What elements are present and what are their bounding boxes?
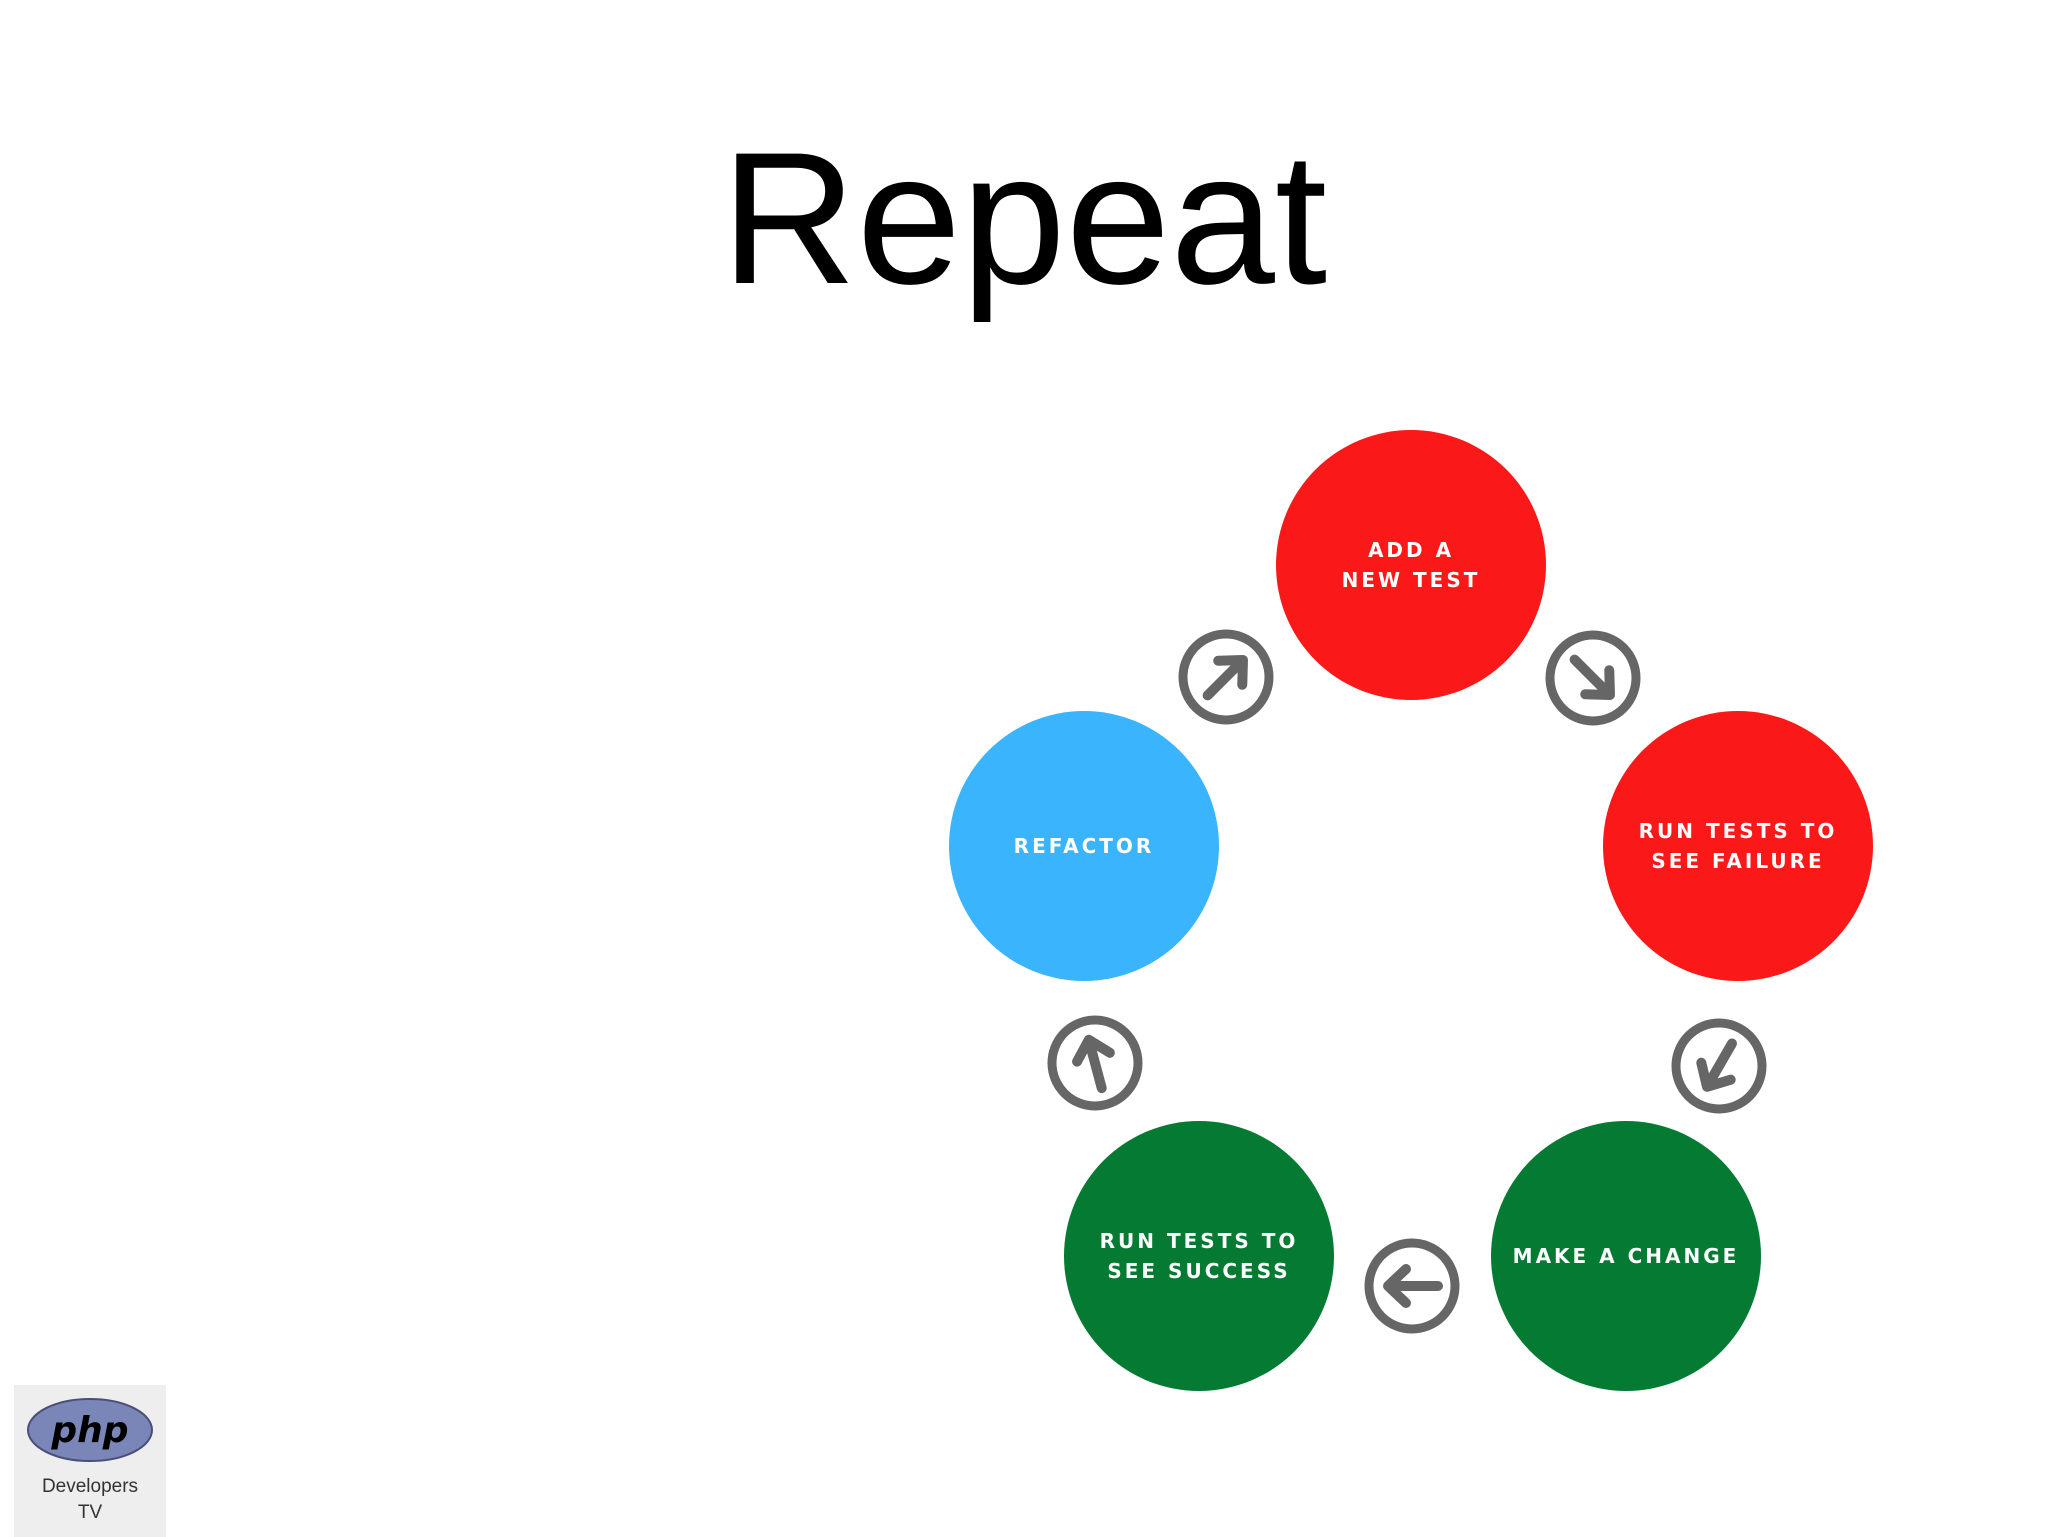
step-add-new-test-label: ADD A NEW TEST bbox=[1341, 538, 1481, 592]
step-make-a-change-label: MAKE A CHANGE bbox=[1512, 1244, 1740, 1268]
logo-line-developers: Developers bbox=[41, 1476, 139, 1497]
step-add-new-test: ADD A NEW TEST bbox=[1276, 430, 1546, 700]
arrow-down-right-icon bbox=[1543, 628, 1643, 728]
step-make-a-change: MAKE A CHANGE bbox=[1491, 1121, 1761, 1391]
step-run-tests-failure: RUN TESTS TO SEE FAILURE bbox=[1603, 711, 1873, 981]
step-run-tests-failure-label: RUN TESTS TO SEE FAILURE bbox=[1638, 819, 1838, 873]
slide-title: Repeat bbox=[720, 113, 1328, 323]
step-run-tests-success: RUN TESTS TO SEE SUCCESS bbox=[1064, 1121, 1334, 1391]
logo-line-tv: TV bbox=[77, 1502, 103, 1523]
arrow-left-icon bbox=[1362, 1236, 1462, 1336]
arrow-up-icon bbox=[1045, 1013, 1145, 1113]
php-logo-text: php bbox=[50, 1410, 128, 1451]
step-refactor: REFACTOR bbox=[949, 711, 1219, 981]
php-logo-icon: php bbox=[27, 1398, 153, 1462]
php-developers-tv-logo: php Developers TV bbox=[14, 1385, 166, 1537]
step-refactor-label: REFACTOR bbox=[1013, 834, 1155, 858]
step-run-tests-success-label: RUN TESTS TO SEE SUCCESS bbox=[1099, 1229, 1299, 1283]
arrow-down-left-icon bbox=[1669, 1016, 1769, 1116]
arrow-up-right-icon bbox=[1176, 627, 1276, 727]
